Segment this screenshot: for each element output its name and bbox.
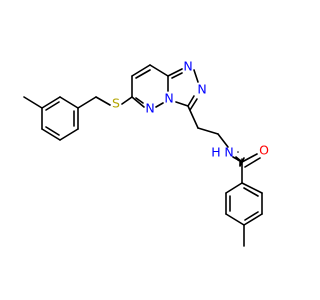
bond — [241, 153, 258, 163]
bond — [244, 211, 259, 221]
bond — [59, 96, 79, 109]
bond — [235, 156, 243, 163]
bond — [41, 128, 61, 141]
atom-label-layer: S N N N N N H O — [112, 59, 269, 160]
bond-layer — [23, 64, 263, 247]
bond — [135, 97, 144, 104]
bond — [187, 105, 199, 129]
bond — [217, 133, 229, 148]
bond — [167, 68, 183, 77]
bond — [197, 127, 219, 135]
molecule-structure: S N N N N N H O — [23, 59, 269, 247]
bond — [23, 96, 43, 109]
sulfur-atom-label: S — [112, 96, 120, 111]
bond — [193, 69, 199, 83]
carbonyl-oxygen-label: O — [259, 143, 269, 158]
ring-nitrogen-label: N — [197, 82, 206, 97]
bond — [131, 96, 145, 108]
bond — [59, 128, 79, 141]
bond — [95, 96, 111, 106]
bond — [171, 72, 183, 79]
bond — [243, 213, 263, 226]
bond — [131, 64, 151, 77]
bond — [187, 95, 195, 107]
bond — [149, 64, 169, 77]
bond — [244, 157, 261, 168]
bond — [41, 96, 61, 109]
ring-nitrogen-label: N — [145, 101, 154, 116]
bond — [45, 126, 60, 136]
bond — [45, 101, 60, 111]
bond — [121, 96, 133, 105]
bond — [77, 96, 97, 109]
bond — [175, 101, 189, 107]
bond — [243, 187, 259, 197]
bond — [189, 98, 198, 111]
bond — [225, 182, 243, 194]
amide-hydrogen-label: H — [211, 145, 220, 160]
amide-nitrogen-label: N — [224, 145, 233, 160]
bond — [225, 213, 245, 226]
ring-nitrogen-label: N — [164, 91, 173, 106]
bond — [135, 69, 151, 79]
bond — [155, 102, 164, 108]
bond — [241, 182, 263, 194]
ring-nitrogen-label: N — [183, 59, 192, 74]
